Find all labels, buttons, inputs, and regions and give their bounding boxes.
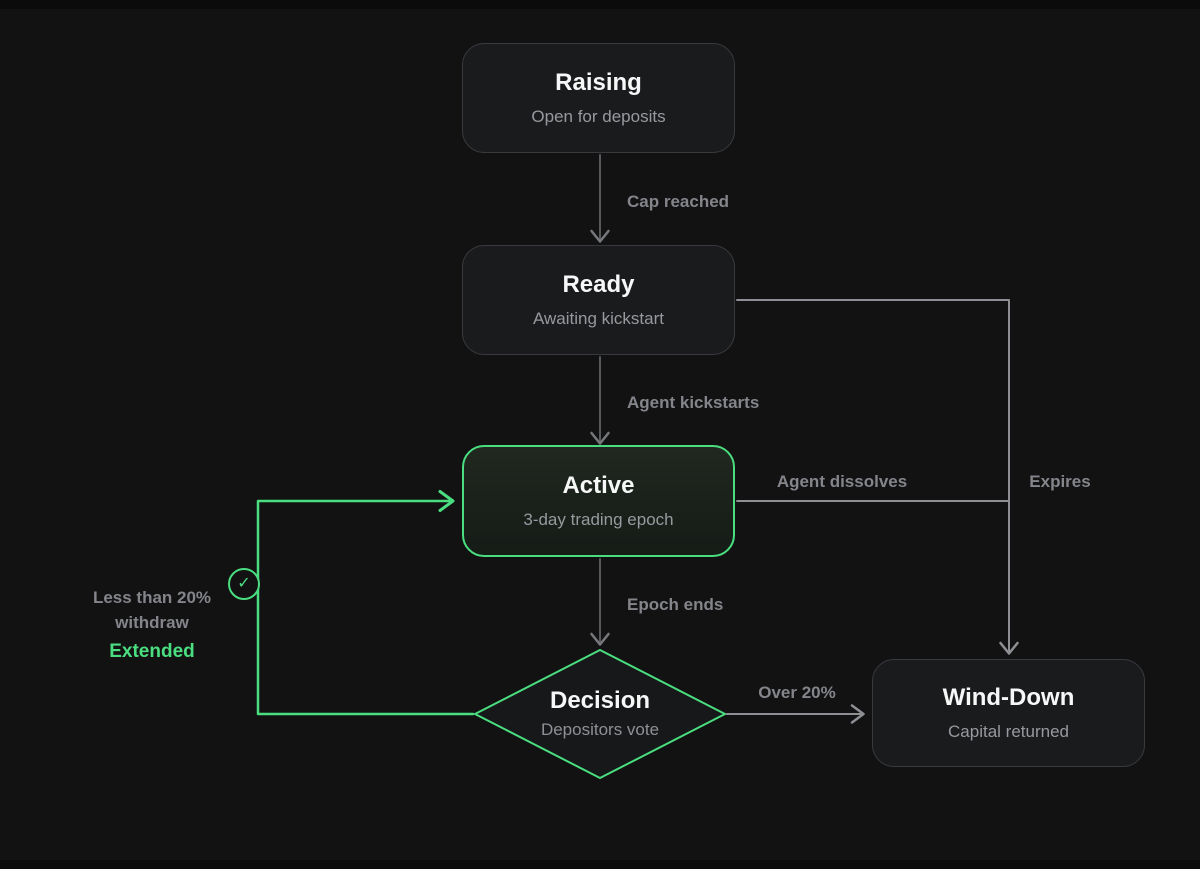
edge-label-epoch-ends: Epoch ends [627, 595, 724, 614]
edge-label-less-than-20-line2: withdraw [115, 613, 189, 632]
top-letterbox-bar [0, 0, 1200, 9]
arrowhead-ready-to-active-icon [590, 431, 610, 445]
node-decision-subtitle: Depositors vote [540, 720, 660, 739]
bottom-letterbox-bar [0, 860, 1200, 869]
edge-ready-expires-to-winddown [736, 299, 1010, 653]
edge-label-agent-kickstarts: Agent kickstarts [627, 393, 760, 412]
node-raising-title: Raising [555, 68, 642, 96]
edge-label-over-20: Over 20% [758, 683, 836, 702]
node-ready-title: Ready [562, 270, 635, 298]
node-active-title: Active [562, 471, 635, 499]
edge-label-less-than-20-withdraw: Less than 20% withdraw [52, 585, 252, 635]
edge-label-less-than-20-line1: Less than 20% [92, 588, 212, 607]
check-badge: ✓ [228, 568, 260, 600]
node-winddown-subtitle: Capital returned [948, 721, 1069, 741]
edge-label-agent-dissolves: Agent dissolves [776, 472, 908, 491]
extended-result-label: Extended [109, 641, 195, 662]
node-raising-subtitle: Open for deposits [531, 106, 666, 126]
node-winddown: Wind-Down Capital returned [872, 659, 1145, 767]
node-active: Active 3-day trading epoch [462, 445, 735, 557]
arrowhead-extended-icon [438, 490, 455, 512]
node-active-subtitle: 3-day trading epoch [523, 509, 674, 529]
node-winddown-title: Wind-Down [942, 683, 1075, 711]
node-raising: Raising Open for deposits [462, 43, 735, 153]
decision-diamond-shape [474, 649, 726, 779]
arrowhead-over20-icon [850, 704, 865, 724]
node-decision-title: Decision [549, 687, 651, 714]
node-decision: Decision Depositors vote [475, 664, 725, 764]
arrowhead-expires-icon [999, 641, 1019, 655]
arrowhead-active-to-decision-icon [590, 632, 610, 646]
node-ready-subtitle: Awaiting kickstart [532, 308, 664, 328]
arrowhead-raising-to-ready-icon [590, 229, 610, 243]
edge-label-expires: Expires [1029, 472, 1091, 491]
edge-label-cap-reached: Cap reached [627, 192, 730, 211]
check-icon: ✓ [237, 575, 251, 592]
node-ready: Ready Awaiting kickstart [462, 245, 735, 355]
edge-decision-extended-to-active [256, 499, 475, 716]
